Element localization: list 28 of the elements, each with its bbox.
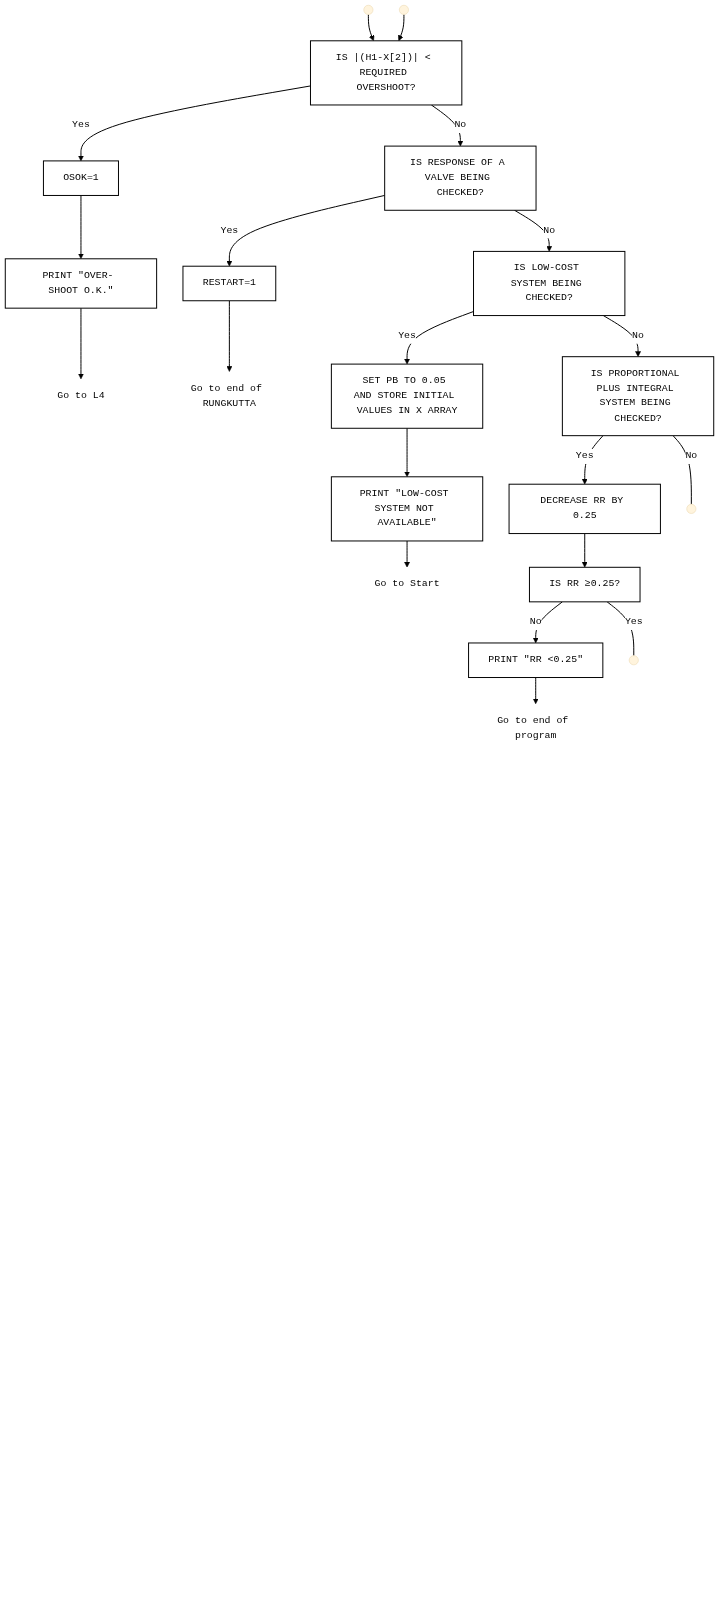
edge-label: No bbox=[454, 119, 467, 131]
node-text: Go to end of RUNGKUTTA bbox=[190, 382, 262, 409]
node-box: DECREASE RR BY 0.25 bbox=[508, 483, 661, 535]
connector bbox=[606, 601, 635, 657]
edge-label: No bbox=[632, 330, 644, 342]
edge-label: Yes bbox=[72, 119, 90, 131]
node-text: Go to L4 bbox=[57, 390, 105, 402]
edge-label: Yes bbox=[575, 450, 594, 462]
edge-label: Yes bbox=[398, 330, 416, 342]
node-box: IS |(H1-X[2])| < REQUIRED OVERSHOOT? bbox=[309, 40, 463, 106]
node-box: PRINT "LOW-COST SYSTEM NOT AVAILABLE" bbox=[330, 476, 484, 542]
edge-label: Yes bbox=[624, 616, 643, 628]
node-text: Go to Start bbox=[374, 578, 440, 590]
node-box: IS PROPORTIONAL PLUS INTEGRAL SYSTEM BEING CHECKED? bbox=[561, 356, 715, 437]
node-box: IS RESPONSE OF A VALVE BEING CHECKED? bbox=[384, 145, 537, 211]
node-box: IS RR ≥0.25? bbox=[528, 566, 641, 603]
edge-label: Yes bbox=[220, 224, 239, 236]
edge-label: No bbox=[685, 450, 698, 462]
connector bbox=[672, 435, 692, 505]
node-box: PRINT "OVER- SHOOT O.K." bbox=[4, 258, 158, 309]
node-text: Go to end of program bbox=[497, 715, 569, 742]
node-box: IS LOW-COST SYSTEM BEING CHECKED? bbox=[473, 250, 626, 317]
node-box: PRINT "RR <0.25" bbox=[468, 642, 604, 678]
node-box: SET PB TO 0.05 AND STORE INITIAL VALUES IN X ARRAY bbox=[330, 363, 484, 429]
node-box: OSOK=1 bbox=[42, 160, 119, 196]
edge-label: No bbox=[543, 224, 556, 236]
edge-label: No bbox=[529, 616, 542, 628]
node-box: RESTART=1 bbox=[182, 265, 277, 302]
